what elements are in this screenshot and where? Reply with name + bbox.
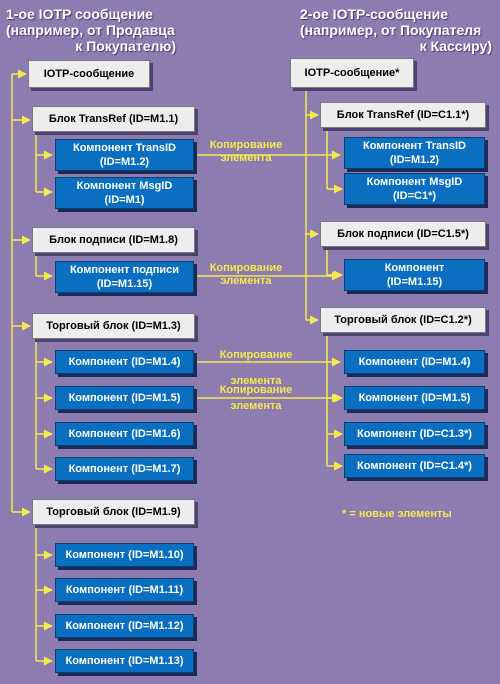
right-transref-block: Блок TransRef (ID=C1.1*) bbox=[320, 102, 486, 128]
right-trade-block-label: Торговый блок (ID=C1.2*) bbox=[334, 314, 472, 326]
right-header-line-2: (например, от Покупателя bbox=[300, 22, 482, 38]
left-transid-line-2: (ID=M1.2) bbox=[99, 156, 150, 168]
left-trade-block-2: Торговый блок (ID=M1.9) bbox=[32, 499, 195, 525]
left-trade1-component-label: Компонент (ID=M1.7) bbox=[68, 463, 181, 475]
left-trade2-component-label: Компонент (ID=M1.10) bbox=[65, 549, 184, 561]
left-transref-label: Блок TransRef (ID=M1.1) bbox=[48, 113, 179, 125]
right-msgid-line-1: Компонент MsgID bbox=[366, 176, 463, 188]
right-msgid-line-2: (ID=C1*) bbox=[392, 190, 437, 202]
right-transid-line-1: Компонент TransID bbox=[363, 140, 466, 152]
left-header-line-1: 1-ое IOTP сообщение bbox=[6, 6, 153, 22]
left-trade1-component: Компонент (ID=M1.6) bbox=[55, 422, 194, 446]
right-trade-component-label: Компонент (ID=C1.4*) bbox=[357, 460, 472, 472]
right-trade-component: Компонент (ID=M1.5) bbox=[344, 386, 485, 410]
right-root-message-label: IOTP-сообщение* bbox=[304, 67, 400, 79]
right-signature-block: Блок подписи (ID=C1.5*) bbox=[320, 221, 486, 247]
left-root-message: IOTP-сообщение bbox=[28, 60, 150, 88]
right-header-line-3: к Кассиру) bbox=[419, 38, 492, 54]
new-elements-note: * = новые элементы bbox=[342, 508, 452, 520]
copy-label-line-1: Копирование bbox=[219, 349, 293, 361]
right-trade-component-label: Компонент (ID=M1.5) bbox=[358, 392, 471, 404]
copy-label-line-2: элемента bbox=[220, 275, 272, 287]
left-trade-block-1: Торговый блок (ID=M1.3) bbox=[32, 313, 195, 339]
left-trade1-component: Компонент (ID=M1.4) bbox=[55, 350, 194, 374]
left-trade2-component: Компонент (ID=M1.10) bbox=[55, 543, 194, 567]
copy-label: Копирование элемента bbox=[200, 139, 292, 165]
left-msgid-line-2: (ID=M1) bbox=[104, 194, 145, 206]
left-header: 1-ое IOTP сообщение (например, от Продав… bbox=[6, 6, 196, 54]
copy-label-line-2: элемента bbox=[230, 400, 282, 412]
left-trade1-component-label: Компонент (ID=M1.6) bbox=[68, 428, 181, 440]
right-signature-line-2: (ID=M1.15) bbox=[386, 276, 443, 288]
left-signature-component: Компонент подписи (ID=M1.15) bbox=[55, 261, 194, 293]
left-trade-block-1-label: Торговый блок (ID=M1.3) bbox=[46, 320, 181, 332]
copy-label-line-1: Копирование bbox=[209, 262, 283, 274]
left-trade1-component-label: Компонент (ID=M1.5) bbox=[68, 392, 181, 404]
left-header-line-2: (например, от Продавца bbox=[6, 22, 175, 38]
new-elements-note-text: * = новые элементы bbox=[342, 508, 452, 520]
copy-label: Копирование элемента bbox=[210, 349, 302, 388]
left-transid-component: Компонент TransID (ID=M1.2) bbox=[55, 139, 194, 171]
left-signature-block-label: Блок подписи (ID=M1.8) bbox=[49, 234, 178, 246]
right-trade-component: Компонент (ID=C1.3*) bbox=[344, 422, 485, 446]
left-signature-block: Блок подписи (ID=M1.8) bbox=[32, 227, 195, 253]
left-trade1-component: Компонент (ID=M1.7) bbox=[55, 457, 194, 481]
left-trade1-component-label: Компонент (ID=M1.4) bbox=[68, 356, 181, 368]
left-transid-line-1: Компонент TransID bbox=[73, 142, 176, 154]
copy-label: Копирование элемента bbox=[210, 384, 302, 413]
left-trade1-component: Компонент (ID=M1.5) bbox=[55, 386, 194, 410]
right-trade-component-label: Компонент (ID=C1.3*) bbox=[357, 428, 472, 440]
copy-label-line-1: Копирование bbox=[209, 139, 283, 151]
left-trade2-component: Компонент (ID=M1.13) bbox=[55, 649, 194, 673]
copy-label: Копирование элемента bbox=[200, 262, 292, 288]
right-trade-block: Торговый блок (ID=C1.2*) bbox=[320, 307, 486, 333]
right-transid-component: Компонент TransID (ID=M1.2) bbox=[344, 137, 485, 169]
left-trade2-component: Компонент (ID=M1.12) bbox=[55, 614, 194, 638]
copy-label-line-1: Копирование bbox=[219, 384, 293, 396]
left-trade2-component-label: Компонент (ID=M1.13) bbox=[65, 655, 184, 667]
right-trade-component: Компонент (ID=M1.4) bbox=[344, 350, 485, 374]
right-signature-line-1: Компонент bbox=[384, 262, 445, 274]
copy-label-line-2: элемента bbox=[230, 375, 282, 387]
copy-label-line-2: элемента bbox=[220, 152, 272, 164]
left-signature-line-1: Компонент подписи bbox=[69, 264, 180, 276]
right-trade-component-label: Компонент (ID=M1.4) bbox=[358, 356, 471, 368]
right-root-message: IOTP-сообщение* bbox=[290, 58, 414, 88]
left-transref-block: Блок TransRef (ID=M1.1) bbox=[32, 106, 195, 132]
left-root-message-label: IOTP-сообщение bbox=[43, 68, 135, 80]
right-transref-label: Блок TransRef (ID=C1.1*) bbox=[336, 109, 470, 121]
right-transid-line-2: (ID=M1.2) bbox=[389, 154, 440, 166]
left-trade2-component-label: Компонент (ID=M1.11) bbox=[65, 584, 184, 596]
right-signature-block-label: Блок подписи (ID=C1.5*) bbox=[337, 228, 469, 240]
left-trade2-component: Компонент (ID=M1.11) bbox=[55, 578, 194, 602]
right-signature-component: Компонент (ID=M1.15) bbox=[344, 259, 485, 291]
right-header-line-1: 2-ое IOTP-сообщение bbox=[300, 6, 448, 22]
left-header-line-3: к Покупателю) bbox=[75, 38, 176, 54]
right-header: 2-ое IOTP-сообщение (например, от Покупа… bbox=[300, 6, 500, 54]
left-signature-line-2: (ID=M1.15) bbox=[96, 278, 153, 290]
left-msgid-component: Компонент MsgID (ID=M1) bbox=[55, 177, 194, 209]
right-msgid-component: Компонент MsgID (ID=C1*) bbox=[344, 173, 485, 205]
left-msgid-line-1: Компонент MsgID bbox=[76, 180, 173, 192]
left-trade2-component-label: Компонент (ID=M1.12) bbox=[65, 620, 184, 632]
left-trade-block-2-label: Торговый блок (ID=M1.9) bbox=[46, 506, 181, 518]
right-trade-component: Компонент (ID=C1.4*) bbox=[344, 454, 485, 478]
